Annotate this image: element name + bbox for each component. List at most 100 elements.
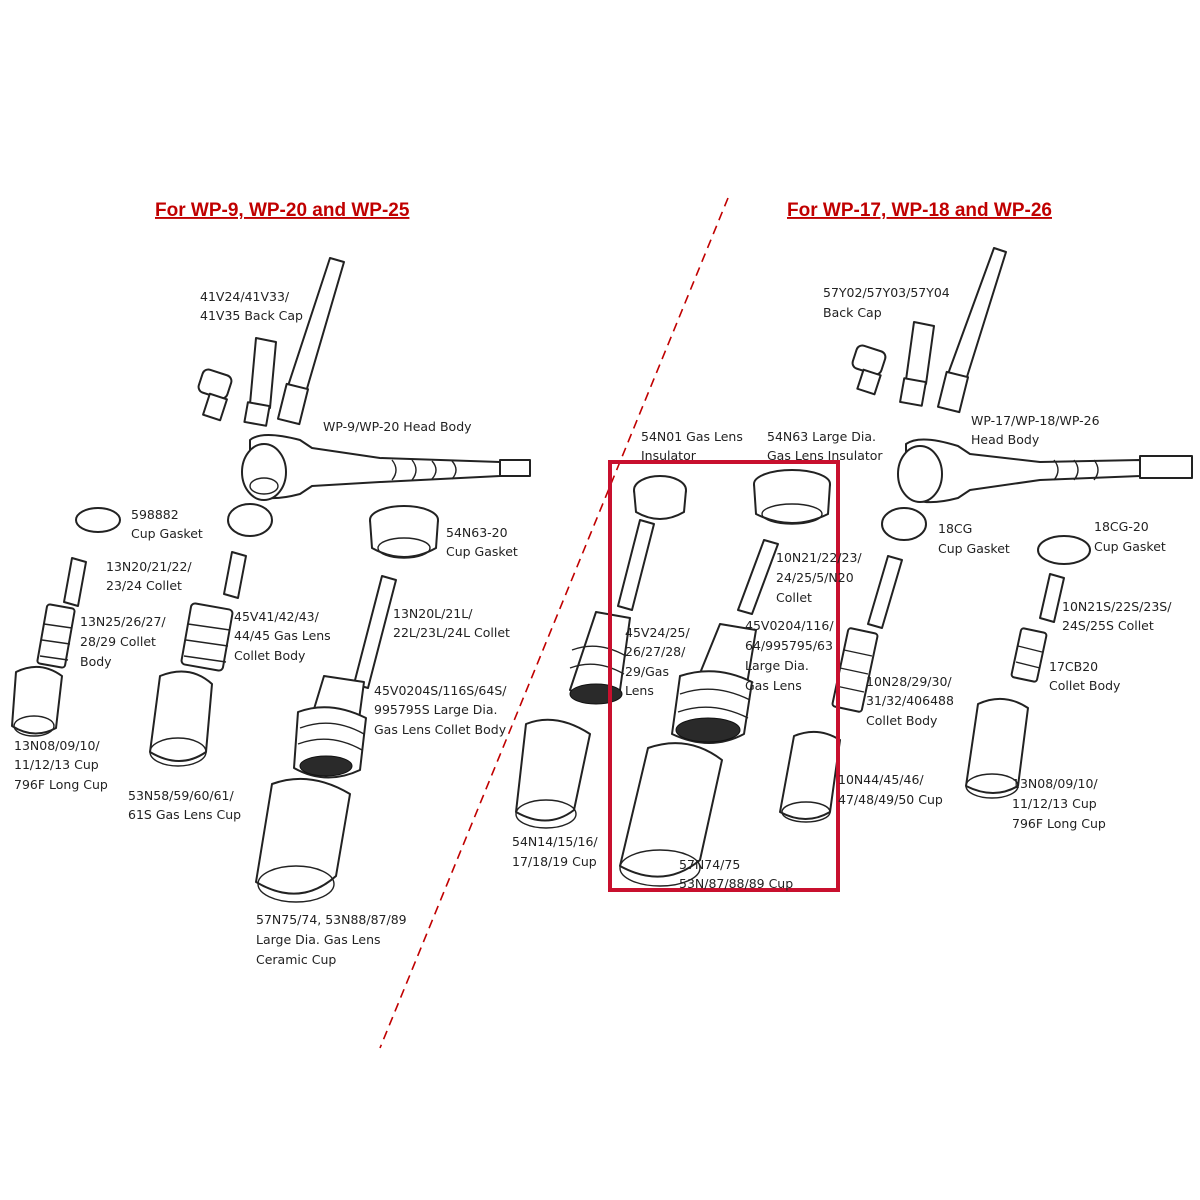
left-cup-drawing xyxy=(11,665,63,737)
label-r-back-cap-line1: 57Y02/57Y03/57Y04 xyxy=(823,285,950,300)
label-r-ceramic-cup-line1: 57N74/75 xyxy=(679,857,740,872)
right-back-cap-short-drawing xyxy=(851,344,887,396)
label-r-cup-left-line2: 17/18/19 Cup xyxy=(512,854,597,869)
right-gas-lens-insulator-drawing xyxy=(633,475,687,520)
label-r-cup-right-line2: 11/12/13 Cup xyxy=(1012,796,1097,811)
label-r-cup-gasket-18-20-line2: Cup Gasket xyxy=(1094,539,1166,554)
right-collet-body-right-drawing xyxy=(1010,627,1048,683)
left-large-collet-body-drawing xyxy=(293,675,367,779)
right-collet-mid-drawing xyxy=(867,555,903,629)
label-r-cup-gasket-18-line2: Cup Gasket xyxy=(938,541,1010,556)
label-gas-lens-line3: Collet Body xyxy=(234,648,306,663)
label-r-cup-gasket-18-line1: 18CG xyxy=(938,521,972,536)
right-back-cap-long-drawing xyxy=(936,247,1007,414)
label-gas-lens-line2: 44/45 Gas Lens xyxy=(234,628,331,643)
left-section-heading: For WP-9, WP-20 and WP-25 xyxy=(155,200,410,221)
label-r-cup-gasket-18-20-line1: 18CG-20 xyxy=(1094,519,1149,534)
label-r-large-gas-lens-line1: 45V0204/116/ xyxy=(745,618,834,633)
label-cup-gasket-line2: Cup Gasket xyxy=(131,526,203,541)
label-large-collet-body-line3: Gas Lens Collet Body xyxy=(374,722,507,737)
left-cup-gasket-drawing xyxy=(75,507,121,533)
left-back-cap-long-drawing xyxy=(276,257,345,426)
label-long-collet-line2: 22L/23L/24L Collet xyxy=(393,625,510,640)
label-collet-line1: 13N20/21/22/ xyxy=(106,559,192,574)
label-gas-lens-cup-line2: 61S Gas Lens Cup xyxy=(128,807,241,822)
label-large-gasket-line2: Cup Gasket xyxy=(446,544,518,559)
left-diagram xyxy=(11,257,531,903)
label-r-collet-body-mid-line1: 10N28/29/30/ xyxy=(866,674,952,689)
label-r-gas-lens-line4: Lens xyxy=(625,683,654,698)
section-divider xyxy=(379,197,729,1049)
right-collet-s-drawing xyxy=(1039,573,1065,623)
label-r-collet-20-line2: 24/25/5/N20 xyxy=(776,570,854,585)
label-r-collet-s-line2: 24S/25S Collet xyxy=(1062,618,1154,633)
label-large-collet-body-line2: 995795S Large Dia. xyxy=(374,702,498,717)
label-r-collet-body-right-line1: 17CB20 xyxy=(1049,659,1098,674)
label-ceramic-cup-line1: 57N75/74, 53N88/87/89 xyxy=(256,912,407,927)
right-collet-inside-drawing xyxy=(617,519,655,611)
label-r-gas-lens-insulator-line2: Insulator xyxy=(641,448,697,463)
label-r-large-gas-lens-line4: Gas Lens xyxy=(745,678,802,693)
label-r-head-body-line2: Head Body xyxy=(971,432,1040,447)
left-large-cup-gasket-drawing xyxy=(369,505,439,559)
label-r-ceramic-cup-line2: 53N/87/88/89 Cup xyxy=(679,876,793,891)
label-r-large-gas-lens-line2: 64/995795/63 xyxy=(745,638,833,653)
right-section-heading: For WP-17, WP-18 and WP-26 xyxy=(787,200,1052,221)
label-collet-body-line1: 13N25/26/27/ xyxy=(80,614,166,629)
label-large-gasket-line1: 54N63-20 xyxy=(446,525,508,540)
right-head-body-drawing xyxy=(897,438,1193,504)
label-gas-lens-line1: 45V41/42/43/ xyxy=(234,609,320,624)
right-cup-left-drawing xyxy=(515,718,591,829)
label-r-collet-body-mid-line3: Collet Body xyxy=(866,713,938,728)
label-head-body: WP-9/WP-20 Head Body xyxy=(323,419,472,434)
label-back-cap-line2: 41V35 Back Cap xyxy=(200,308,303,323)
label-r-large-insulator-line2: Gas Lens Insulator xyxy=(767,448,883,463)
left-back-cap-medium-drawing xyxy=(243,337,277,427)
left-ceramic-cup-drawing xyxy=(255,777,351,903)
label-r-gas-lens-line3: 29/Gas xyxy=(625,664,669,679)
label-collet-body-line3: Body xyxy=(80,654,112,669)
label-r-collet-20-line3: Collet xyxy=(776,590,812,605)
right-labels: 57Y02/57Y03/57Y04 Back Cap WP-17/WP-18/W… xyxy=(512,285,1172,891)
label-r-collet-s-line1: 10N21S/22S/23S/ xyxy=(1062,599,1172,614)
right-large-insulator-drawing xyxy=(753,469,831,525)
label-r-gas-lens-line2: 26/27/28/ xyxy=(625,644,686,659)
left-gas-lens-collet-body-drawing xyxy=(180,602,234,672)
label-r-gas-lens-insulator-line1: 54N01 Gas Lens xyxy=(641,429,743,444)
left-lens-collet-drawing xyxy=(223,551,247,599)
highlight-box xyxy=(608,460,840,892)
label-ceramic-cup-line2: Large Dia. Gas Lens xyxy=(256,932,381,947)
right-gas-lens-body-outside-drawing xyxy=(569,611,631,705)
label-collet-body-line2: 28/29 Collet xyxy=(80,634,156,649)
label-large-collet-body-line1: 45V0204S/116S/64S/ xyxy=(374,683,507,698)
label-ceramic-cup-line3: Ceramic Cup xyxy=(256,952,336,967)
right-cup-gasket-18cg20-drawing xyxy=(1037,535,1091,565)
label-collet-line2: 23/24 Collet xyxy=(106,578,182,593)
right-collet-20-drawing xyxy=(737,539,779,615)
label-cup-line3: 796F Long Cup xyxy=(14,777,108,792)
label-cup-gasket-line1: 598882 xyxy=(131,507,179,522)
label-back-cap-line1: 41V24/41V33/ xyxy=(200,289,290,304)
right-back-cap-medium-drawing xyxy=(899,321,935,407)
label-gas-lens-cup-line1: 53N58/59/60/61/ xyxy=(128,788,235,803)
label-long-collet-line1: 13N20L/21L/ xyxy=(393,606,473,621)
label-r-gas-lens-line1: 45V24/25/ xyxy=(625,625,690,640)
left-gas-lens-cup-drawing xyxy=(149,670,213,767)
label-r-cup-mid-line1: 10N44/45/46/ xyxy=(838,772,924,787)
label-r-cup-left-line1: 54N14/15/16/ xyxy=(512,834,598,849)
label-r-head-body-line1: WP-17/WP-18/WP-26 xyxy=(971,413,1100,428)
label-cup-line1: 13N08/09/10/ xyxy=(14,738,100,753)
label-r-large-insulator-line1: 54N63 Large Dia. xyxy=(767,429,876,444)
label-r-large-gas-lens-line3: Large Dia. xyxy=(745,658,809,673)
left-long-collet-drawing xyxy=(353,575,397,689)
left-collet-body-drawing xyxy=(36,603,76,669)
right-ceramic-cup-drawing xyxy=(619,742,723,887)
left-labels: 41V24/41V33/ 41V35 Back Cap WP-9/WP-20 H… xyxy=(14,289,518,967)
label-r-collet-body-mid-line2: 31/32/406488 xyxy=(866,693,954,708)
left-lens-gasket-drawing xyxy=(227,503,273,537)
left-collet-drawing xyxy=(63,557,87,607)
label-r-cup-mid-line2: 47/48/49/50 Cup xyxy=(838,792,943,807)
label-r-collet-20-line1: 10N21/22/23/ xyxy=(776,550,862,565)
right-cup-right-drawing xyxy=(965,697,1029,799)
label-r-cup-right-line3: 796F Long Cup xyxy=(1012,816,1106,831)
